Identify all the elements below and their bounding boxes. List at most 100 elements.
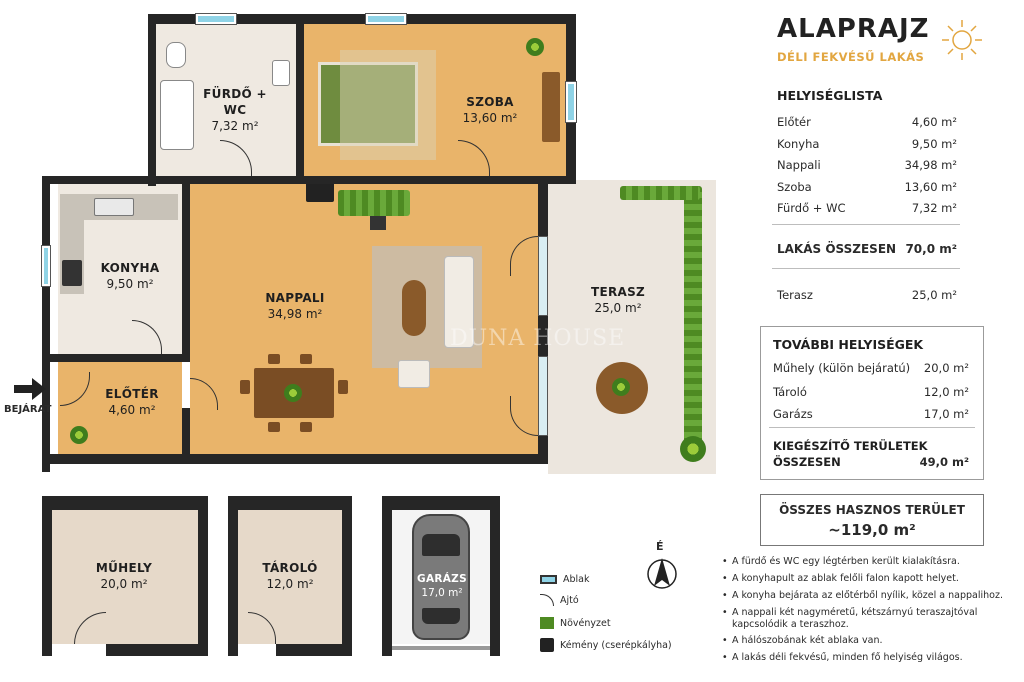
bathtub-icon [160, 80, 194, 150]
extra-total-value: 49,0 m² [919, 455, 969, 469]
grand-total-label: ÖSSZES HASZNOS TERÜLET [779, 503, 965, 517]
sofa-icon [444, 256, 474, 348]
wall [42, 176, 50, 472]
sun-icon [942, 20, 982, 60]
terrace-hedge-right [684, 186, 702, 456]
wall [182, 184, 190, 354]
room-label-tarolo: TÁROLÓ 12,0 m² [262, 561, 318, 592]
wall [42, 176, 576, 184]
wall [42, 354, 190, 362]
watermark: DUNA HOUSE [450, 326, 626, 351]
grand-total-value: ~119,0 m² [828, 521, 916, 539]
plant-icon [540, 617, 554, 629]
wall [382, 496, 500, 510]
coffee-table-icon [402, 280, 426, 336]
notes-list: A fürdő és WC egy légtérben került kiala… [722, 556, 1018, 669]
note: A lakás déli fekvésű, minden fő helyiség… [722, 652, 1018, 664]
plant-icon [612, 378, 630, 396]
plant-icon [284, 384, 302, 402]
wall [42, 496, 52, 656]
north-label: É [656, 540, 664, 553]
plant-icon [70, 426, 88, 444]
terrace-hedge-top [620, 186, 700, 200]
panel-subtitle: DÉLI FEKVÉSŰ LAKÁS [777, 50, 925, 64]
legend-chimney: Kémény (cserépkályha) [540, 638, 672, 652]
wall [198, 496, 208, 656]
fireplace-icon [370, 216, 386, 230]
armchair-icon [398, 360, 430, 388]
note: A nappali két nagyméretű, kétszárnyú ter… [722, 607, 1018, 631]
washbasin-icon [272, 60, 290, 86]
chair [300, 354, 312, 364]
door-icon [540, 594, 554, 606]
car-icon [412, 514, 470, 640]
extra-rooms-title: TOVÁBBI HELYISÉGEK [773, 337, 924, 352]
legend-plants: Növényzet [540, 617, 611, 629]
plant-icon [680, 436, 706, 462]
room-list-title: HELYISÉGLISTA [777, 88, 883, 103]
sink-icon [94, 198, 134, 216]
wall [106, 644, 208, 656]
terrace-door [538, 236, 548, 316]
legend-window: Ablak [540, 574, 590, 585]
wall [228, 496, 238, 656]
divider [769, 427, 975, 428]
divider [772, 224, 960, 225]
stove-icon [62, 260, 82, 286]
entrance-label: BEJÁRAT [4, 404, 52, 415]
chair [338, 380, 348, 394]
chair [268, 422, 280, 432]
window [365, 13, 407, 25]
list-item: Műhely (külön bejáratú)20,0 m² [773, 361, 969, 375]
chair [300, 422, 312, 432]
panel-title: ALAPRAJZ [777, 14, 930, 44]
room-muhely [52, 510, 198, 644]
toilet-icon [166, 42, 186, 68]
room-label-terasz: TERASZ 25,0 m² [590, 285, 646, 316]
window [565, 81, 577, 123]
legend-door: Ajtó [540, 594, 579, 606]
room-label-muhely: MŰHELY 20,0 m² [95, 561, 153, 592]
rug [340, 50, 436, 160]
room-label-nappali: NAPPALI 34,98 m² [265, 291, 325, 322]
wardrobe-icon [542, 72, 560, 142]
room-label-garazs: GARÁZS 17,0 m² [417, 573, 467, 600]
window [195, 13, 237, 25]
wall [276, 644, 352, 656]
divider [772, 268, 960, 269]
wall [490, 496, 500, 656]
room-nappali [190, 184, 538, 454]
plant-box [338, 190, 410, 216]
floor-plan: BEJÁRAT DUNA HOUSE FÜRDŐ + WC 7,32 m² SZ… [4, 13, 716, 656]
window [41, 245, 51, 287]
wall [538, 184, 548, 464]
chimney-icon [540, 638, 554, 652]
room-label-konyha: KONYHA 9,50 m² [100, 261, 160, 292]
wall [148, 14, 576, 24]
wall [42, 454, 548, 464]
grand-total-box: ÖSSZES HASZNOS TERÜLET ~119,0 m² [760, 494, 984, 546]
room-label-furdo: FÜRDŐ + WC 7,32 m² [203, 87, 267, 134]
garage-door [392, 646, 490, 650]
wall [148, 14, 156, 186]
plant-icon [526, 38, 544, 56]
room-label-eloter: ELŐTÉR 4,60 m² [105, 387, 159, 418]
note: A fürdő és WC egy légtérben került kiala… [722, 556, 1018, 568]
north-arrow-icon [647, 558, 677, 589]
room-label-szoba: SZOBA 13,60 m² [462, 95, 518, 126]
entrance-arrow-icon [14, 378, 46, 400]
wall [342, 496, 352, 656]
extra-rooms-box: TOVÁBBI HELYISÉGEK Műhely (külön bejárat… [760, 326, 984, 480]
window-icon [540, 575, 557, 584]
wall [228, 496, 352, 510]
wall [182, 408, 190, 462]
